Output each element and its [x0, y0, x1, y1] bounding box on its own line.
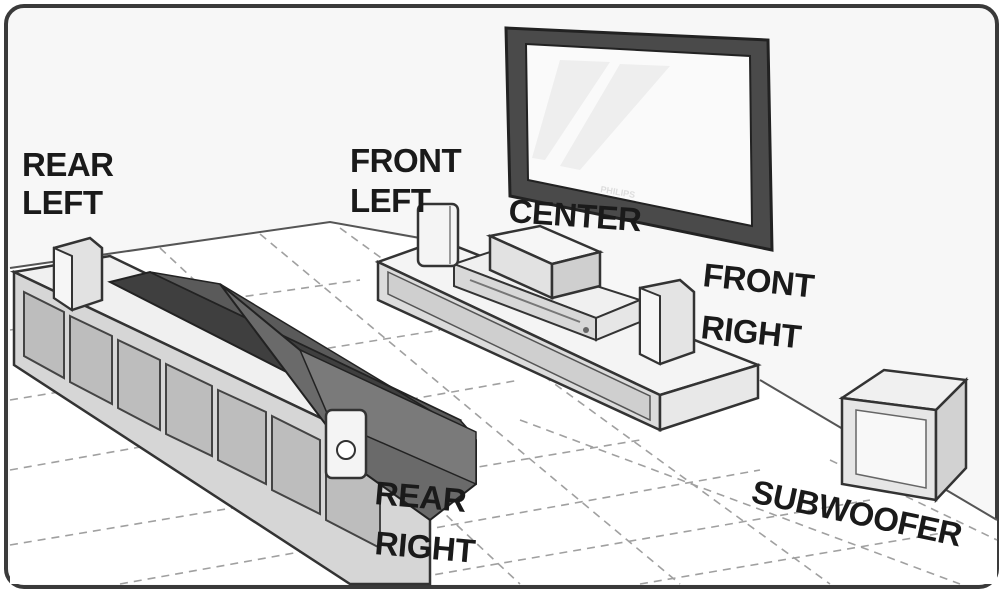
center-speaker [485, 224, 604, 300]
label-front-left-line1: FRONT [350, 142, 461, 179]
label-rear-right: REAR RIGHT [373, 474, 476, 570]
label-front-left-line2: LEFT [350, 182, 431, 219]
label-front-left: FRONT LEFT [350, 142, 462, 219]
power-button-icon [583, 327, 589, 333]
sofa [9, 254, 477, 586]
television: PHILIPS [504, 26, 774, 252]
label-rear-right-line1: REAR [373, 474, 468, 519]
label-rear-left: REAR LEFT [22, 146, 115, 221]
rear-right-speaker [324, 408, 368, 480]
label-rear-left-line1: REAR [22, 146, 114, 183]
woofer-cone-icon [336, 440, 356, 460]
rear-left-speaker [52, 236, 104, 312]
label-rear-left-line2: LEFT [22, 184, 103, 221]
subwoofer-unit [838, 368, 969, 504]
front-right-speaker [638, 278, 696, 366]
front-left-speaker [416, 202, 460, 268]
label-rear-right-line2: RIGHT [373, 524, 476, 570]
